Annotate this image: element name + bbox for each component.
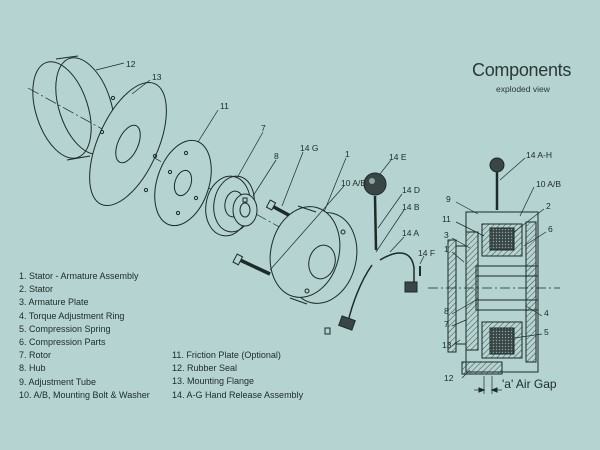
- legend-item: 13. Mounting Flange: [172, 376, 255, 387]
- legend-item: 10. A/B, Mounting Bolt & Washer: [19, 389, 150, 400]
- legend-item: 11. Friction Plate (Optional): [172, 350, 281, 360]
- page-subtitle: exploded view: [496, 84, 550, 94]
- legend-item: 6. Compression Parts: [19, 337, 106, 348]
- label-7: 7: [261, 123, 266, 133]
- legend-item: 4. Torque Adjustment Ring: [19, 310, 125, 321]
- label-1: 1: [345, 149, 350, 159]
- exploded-labels: 12 13 11 7 8 14 G 1 10 A/B 14 E 14 D 14 …: [126, 59, 435, 258]
- release-lever: [324, 252, 418, 335]
- legend-item: 7. Rotor: [19, 350, 52, 361]
- label-10ab: 10 A/B: [341, 178, 366, 188]
- legend-item: 2. Stator: [19, 284, 54, 295]
- section-label-10ab: 10 A/B: [536, 179, 561, 189]
- section-label-6: 6: [548, 224, 553, 234]
- label-14f: 14 F: [418, 248, 435, 258]
- section-label-13: 13: [442, 340, 452, 350]
- section-label-5: 5: [544, 327, 549, 337]
- legend-item: 3. Armature Plate: [19, 297, 89, 308]
- label-14g: 14 G: [300, 143, 318, 153]
- section-leader-lines: [451, 157, 547, 379]
- legend-right: 11. Friction Plate (Optional) 12. Rubber…: [172, 349, 303, 402]
- legend-item: 5. Compression Spring: [19, 323, 111, 334]
- mounting-flange: [89, 81, 167, 207]
- friction-plate: [154, 139, 212, 227]
- page-title: Components: [472, 60, 572, 80]
- legend-item: 14. A-G Hand Release Assembly: [172, 389, 304, 400]
- air-gap-label: 'a' Air Gap: [502, 377, 557, 391]
- section-label-11: 11: [442, 214, 451, 224]
- label-13: 13: [152, 72, 162, 82]
- mounting-bolt: [232, 253, 271, 276]
- legend-item: 9. Adjustment Tube: [19, 376, 97, 387]
- section-label-7: 7: [444, 319, 449, 329]
- label-14b: 14 B: [402, 202, 420, 212]
- section-label-14ah: 14 A-H: [526, 150, 552, 160]
- section-label-8: 8: [444, 306, 449, 316]
- legend-item: 1. Stator - Armature Assembly: [19, 271, 139, 281]
- stator-armature-assembly: [269, 205, 358, 305]
- section-label-1: 1: [444, 244, 449, 254]
- section-label-3: 3: [444, 230, 449, 240]
- leader-lines: [95, 62, 425, 271]
- legend-item: 12. Rubber Seal: [172, 363, 238, 374]
- label-14d: 14 D: [402, 185, 420, 195]
- label-14e: 14 E: [389, 152, 407, 162]
- label-12: 12: [126, 59, 136, 69]
- cross-section-view: [428, 157, 560, 394]
- label-14a: 14 A: [402, 228, 419, 238]
- hub: [232, 193, 258, 227]
- legend-item: 8. Hub: [19, 363, 46, 374]
- section-label-9: 9: [446, 194, 451, 204]
- section-label-4: 4: [544, 308, 549, 318]
- release-handle: [363, 172, 387, 251]
- label-11: 11: [220, 101, 229, 111]
- section-label-2: 2: [546, 201, 551, 211]
- legend-left: 1. Stator - Armature Assembly 2. Stator …: [19, 270, 150, 402]
- section-labels: 14 A-H 10 A/B 9 2 11 6 3 1 8 4 7 5 13 12…: [442, 150, 561, 391]
- label-8: 8: [274, 151, 279, 161]
- section-label-12: 12: [444, 373, 454, 383]
